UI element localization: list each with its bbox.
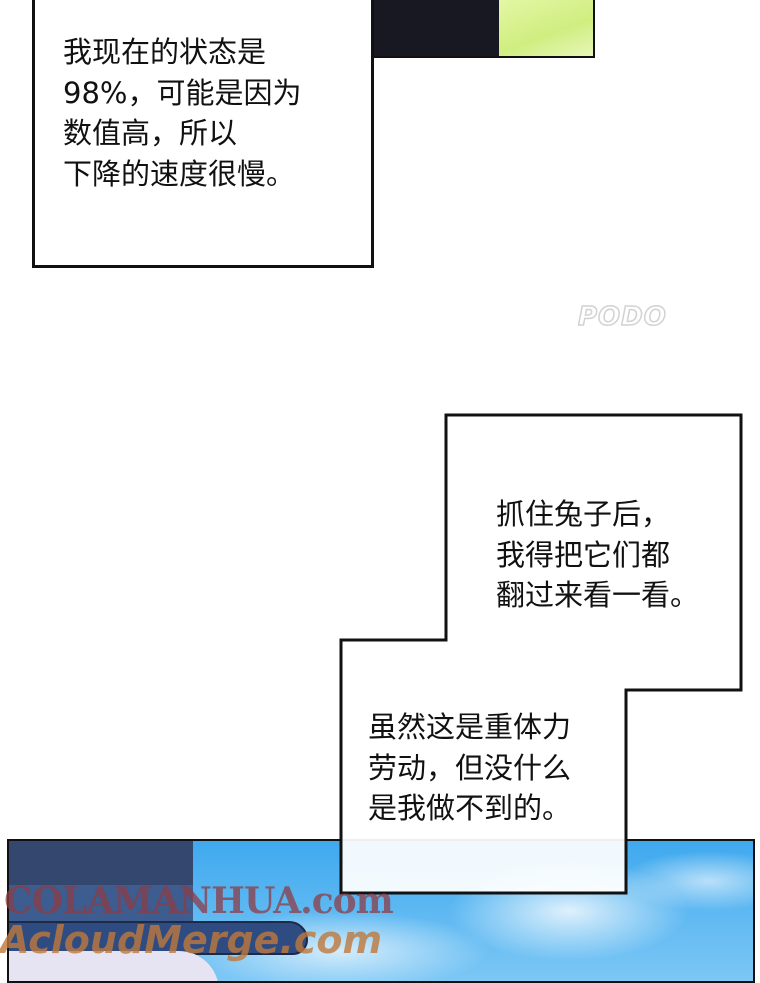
podo-watermark: PODO (577, 301, 667, 333)
caption-line: 是我做不到的。 (368, 791, 572, 825)
art-segment-dark (372, 0, 499, 56)
caption-line: 我得把它们都 (496, 537, 671, 572)
narration-text-3: 虽然这是重体力 劳动，但没什么 是我做不到的。 (368, 707, 571, 829)
narration-box-1 (32, 0, 374, 268)
narration-text-2: 抓住兔子后， 我得把它们都 翻过来看一看。 (496, 494, 699, 616)
caption-line: 数值高，所以 (63, 116, 238, 150)
narration-text-1: 我现在的状态是 98%，可能是因为 数值高，所以 下降的速度很慢。 (63, 32, 301, 194)
hat-brim (9, 921, 308, 955)
site-watermark-2: AcloudMerge.com (0, 918, 383, 962)
caption-line: 下降的速度很慢。 (63, 156, 296, 191)
caption-line: 抓住兔子后， (496, 497, 671, 531)
caption-line: 翻过来看一看。 (496, 578, 700, 612)
site-watermark-1: COLAMANHUA.com (4, 880, 394, 922)
caption-line: 我现在的状态是 (63, 35, 267, 69)
art-segment-grass (499, 0, 593, 56)
caption-line: 虽然这是重体力 (368, 710, 572, 744)
caption-line: 劳动，但没什么 (368, 750, 572, 785)
caption-line: 98%，可能是因为 (63, 75, 302, 110)
hat-band (9, 885, 193, 925)
